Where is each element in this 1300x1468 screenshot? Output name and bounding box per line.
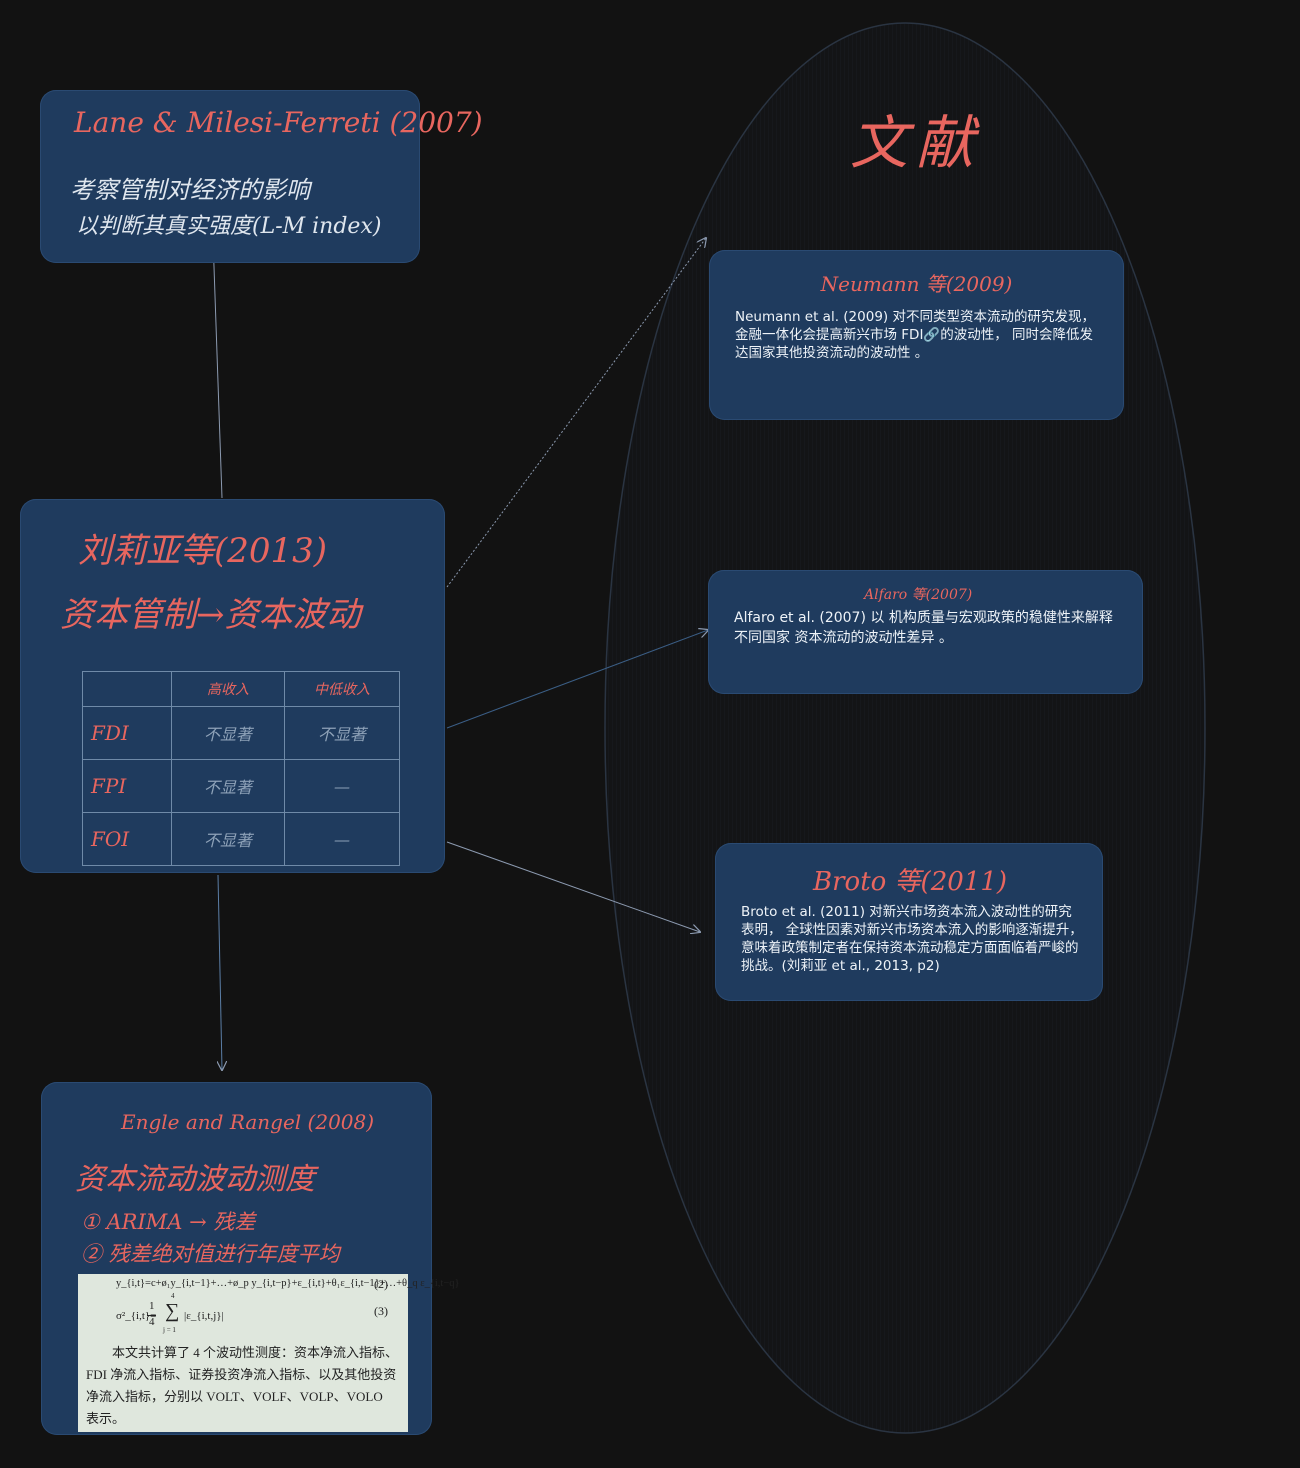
- card-engle-subtitle: 资本流动波动测度: [75, 1162, 315, 1197]
- card-broto-title: Broto 等(2011): [813, 867, 1008, 897]
- card-engle-step2: ② 残差绝对值进行年度平均: [81, 1242, 340, 1266]
- literature-oval: [604, 22, 1206, 1434]
- arrow-to-broto: [446, 841, 700, 932]
- table-row-label: FPI: [82, 759, 172, 813]
- table-header-cell: [82, 671, 172, 707]
- equation-3-sum-bottom: j = 1: [163, 1326, 176, 1334]
- liu-result-table: 高收入 中低收入 FDI 不显著 不显著 FPI 不显著 — FOI 不显著 —: [82, 671, 400, 866]
- table-header-row: 高收入 中低收入: [82, 671, 400, 707]
- card-liu-subtitle: 资本管制→资本波动: [60, 595, 361, 635]
- equation-3-term: |ε_{i,t,j}|: [184, 1310, 224, 1322]
- arrow-to-lane: [213, 238, 223, 499]
- paper-excerpt: y_{i,t}=c+ø₁y_{i,t−1}+…+ø_p y_{i,t−p}+ε_…: [78, 1274, 460, 1432]
- card-liu-title: 刘莉亚等(2013): [78, 531, 328, 571]
- equation-2: y_{i,t}=c+ø₁y_{i,t−1}+…+ø_p y_{i,t−p}+ε_…: [116, 1278, 460, 1289]
- card-liu[interactable]: 刘莉亚等(2013) 资本管制→资本波动 高收入 中低收入 FDI 不显著 不显…: [20, 499, 445, 873]
- card-engle-title: Engle and Rangel (2008): [121, 1110, 375, 1134]
- card-neumann[interactable]: Neumann 等(2009) Neumann et al. (2009) 对不…: [709, 250, 1124, 420]
- paper-paragraph: 本文共计算了 4 个波动性测度：资本净流入指标、FDI 净流入指标、证券投资净流…: [86, 1345, 399, 1426]
- card-neumann-text: Neumann et al. (2009) 对不同类型资本流动的研究发现，金融一…: [735, 309, 1095, 361]
- card-lane[interactable]: Lane & Milesi-Ferreti (2007) 考察管制对经济的影响 …: [40, 90, 483, 263]
- equation-3-fraction-den: 4: [149, 1316, 155, 1328]
- arrow-to-neumann: [446, 238, 706, 588]
- table-row: FDI 不显著 不显著: [82, 706, 400, 760]
- table-cell: —: [284, 812, 400, 866]
- arrow-to-alfaro: [446, 630, 708, 729]
- card-lane-title: Lane & Milesi-Ferreti (2007): [74, 106, 483, 139]
- equation-3-fraction-num: 1: [149, 1300, 155, 1312]
- card-neumann-title: Neumann 等(2009): [820, 272, 1013, 296]
- table-header-cell: 中低收入: [284, 671, 400, 707]
- table-row-label: FOI: [82, 812, 172, 866]
- table-cell: 不显著: [171, 759, 285, 813]
- card-lane-line1: 考察管制对经济的影响: [70, 176, 310, 204]
- equation-3: σ²_{i,t}= 1 4 4 ∑ j = 1 |ε_{i,t,j}|: [116, 1292, 356, 1336]
- table-cell: 不显著: [171, 812, 285, 866]
- card-lane-line2: 以判断其真实强度(L-M index): [76, 214, 382, 239]
- table-cell: 不显著: [284, 706, 400, 760]
- card-alfaro-text: Alfaro et al. (2007) 以 机构质量与宏观政策的稳健性来解释不…: [734, 610, 1113, 646]
- table-header-cell: 高收入: [171, 671, 285, 707]
- card-alfaro-title: Alfaro 等(2007): [864, 587, 973, 603]
- equation-2-number: (2): [374, 1277, 388, 1291]
- equation-3-fraction-bar: [147, 1315, 156, 1316]
- sigma-icon: ∑: [165, 1300, 180, 1322]
- arrow-to-engle: [218, 874, 222, 1070]
- card-engle[interactable]: Engle and Rangel (2008) 资本流动波动测度 ① ARIMA…: [41, 1082, 460, 1435]
- table-row: FOI 不显著 —: [82, 812, 400, 866]
- card-alfaro[interactable]: Alfaro 等(2007) Alfaro et al. (2007) 以 机构…: [708, 570, 1143, 694]
- equation-3-sum-top: 4: [171, 1292, 175, 1300]
- table-row: FPI 不显著 —: [82, 759, 400, 813]
- card-broto[interactable]: Broto 等(2011) Broto et al. (2011) 对新兴市场资…: [715, 843, 1103, 1001]
- card-engle-step1: ① ARIMA → 残差: [81, 1210, 256, 1234]
- table-cell: 不显著: [171, 706, 285, 760]
- table-cell: —: [284, 759, 400, 813]
- oval-title: 文献: [850, 109, 983, 177]
- equation-3-number: (3): [374, 1304, 388, 1318]
- card-broto-text: Broto et al. (2011) 对新兴市场资本流入波动性的研究表明， 全…: [741, 904, 1083, 974]
- table-row-label: FDI: [82, 706, 172, 760]
- equation-3-lhs: σ²_{i,t}=: [116, 1310, 157, 1322]
